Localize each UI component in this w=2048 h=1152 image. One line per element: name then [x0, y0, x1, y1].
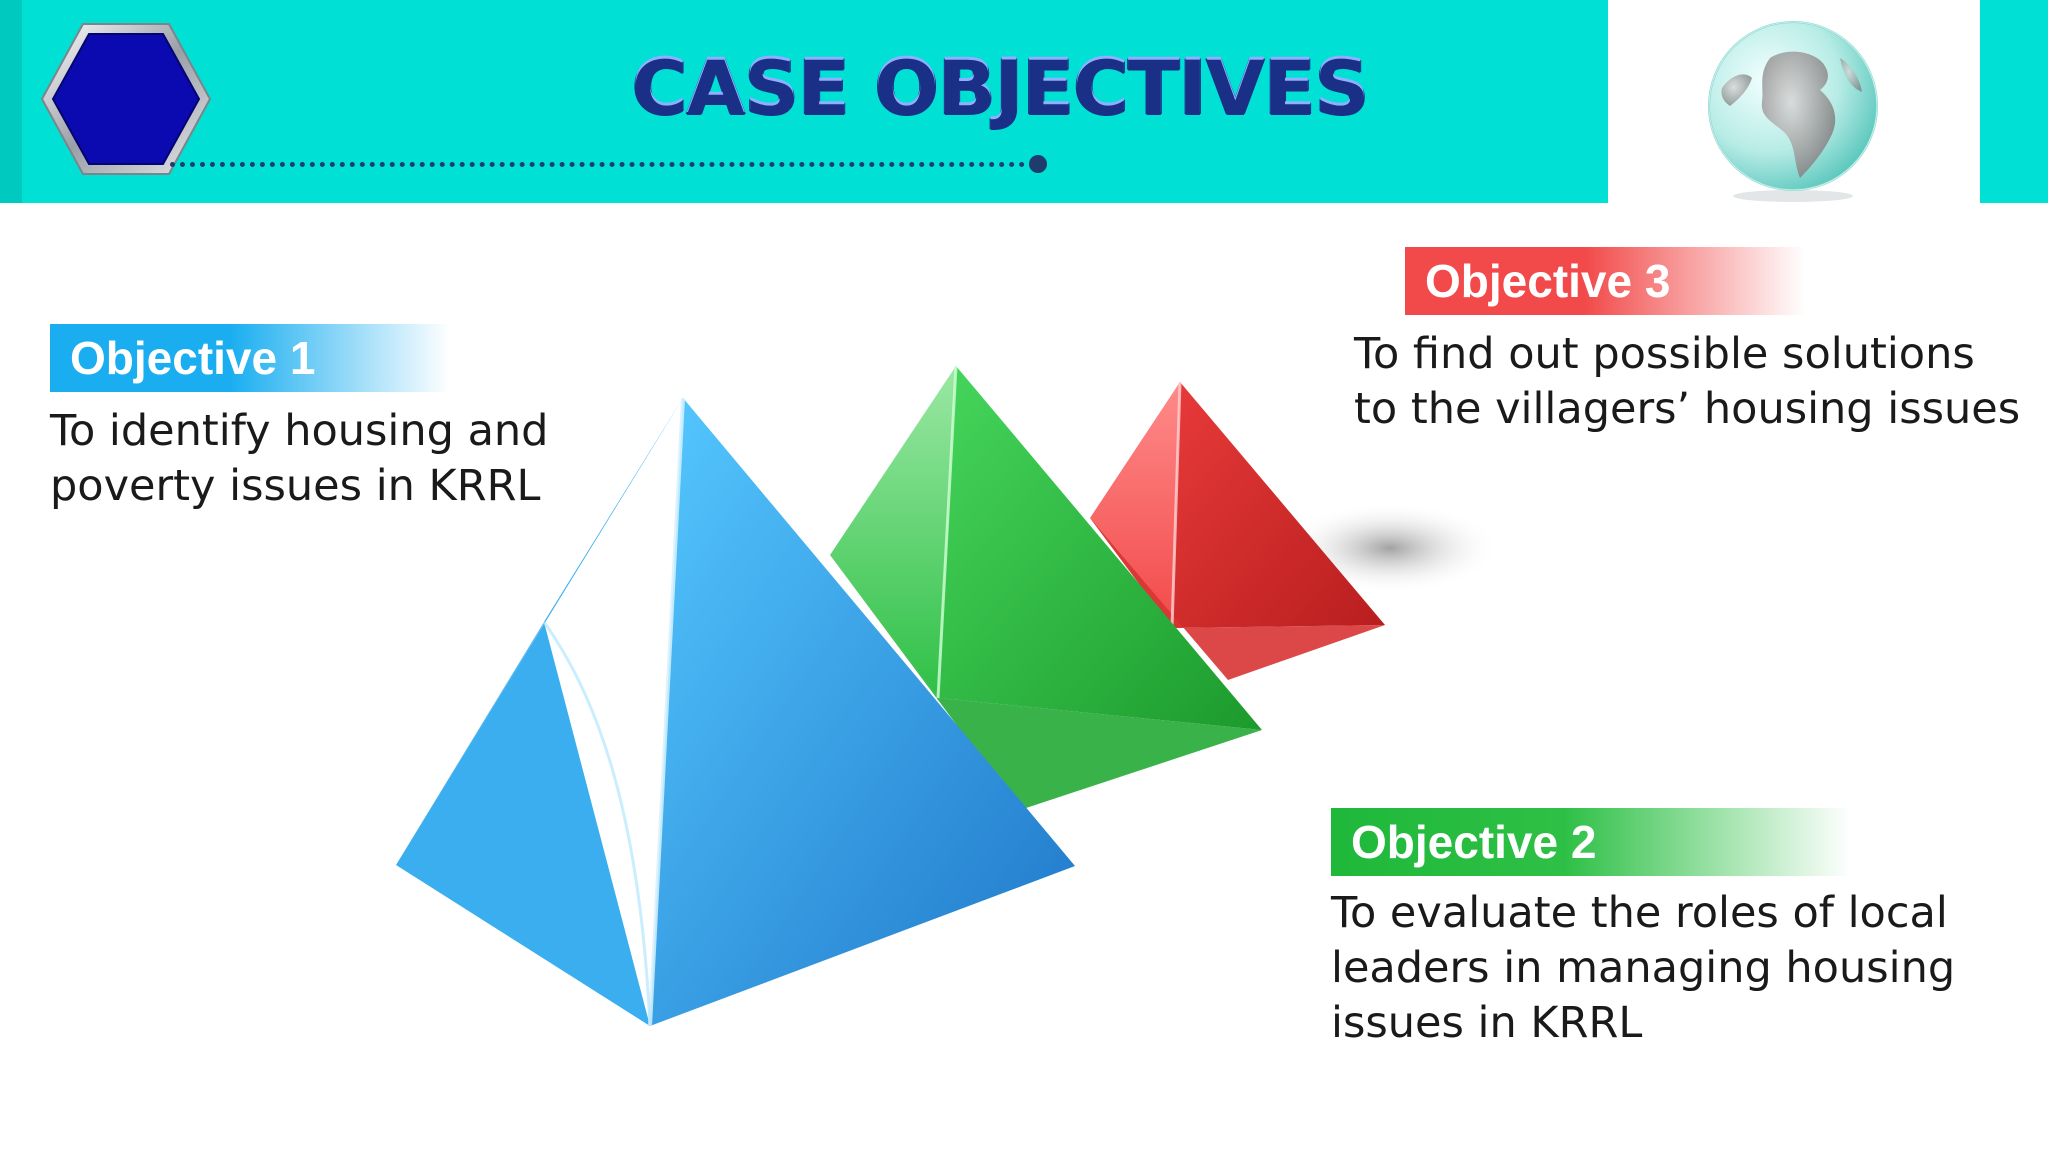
title-underline: [170, 162, 1035, 167]
objective-1-text: To identify housing and poverty issues i…: [50, 406, 549, 511]
underline-end-dot: [1029, 155, 1047, 173]
pyramid-blue: [396, 397, 1075, 1027]
pyramid-green: [830, 365, 1262, 810]
globe-icon: [1708, 21, 1878, 202]
objective-3-text: To find out possible solutions to the vi…: [1354, 329, 2021, 434]
hexagon-icon: [40, 23, 212, 175]
page-title: CASE OBJECTIVES: [620, 42, 1380, 131]
objective-2-label: Objective 2: [1331, 808, 1851, 876]
objective-1-label: Objective 1: [50, 324, 450, 392]
objective-3-label: Objective 3: [1405, 247, 1805, 315]
objective-2-text: To evaluate the roles of local leaders i…: [1331, 888, 1956, 1048]
pyramid-red: [1090, 381, 1385, 680]
header-edge: [0, 0, 22, 203]
